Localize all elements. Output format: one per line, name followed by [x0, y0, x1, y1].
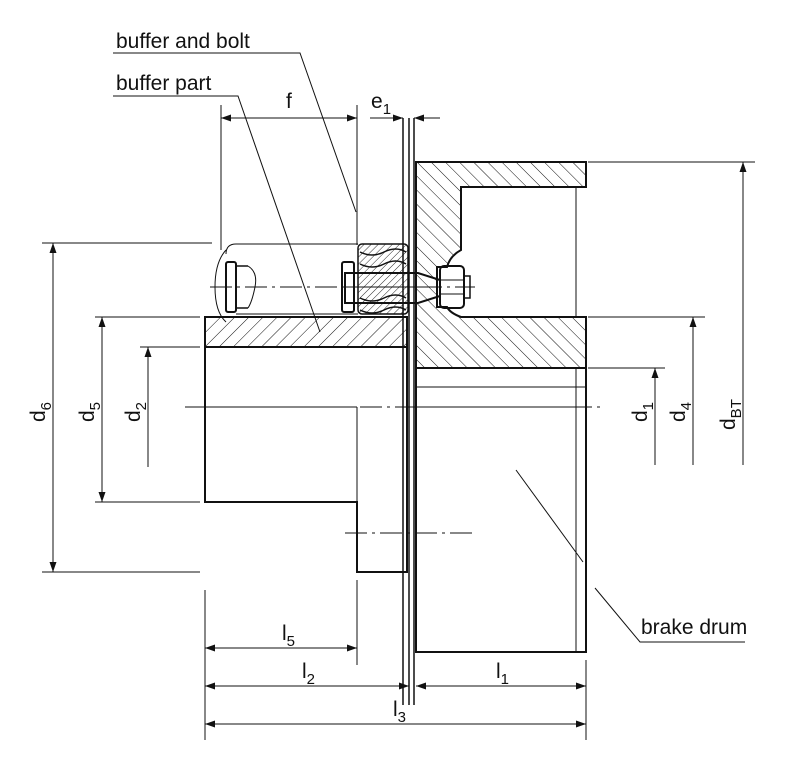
e1-label: e1 — [371, 90, 391, 118]
dimension-labels: f e1 l5 l2 l1 l3 d6 d5 d2 d1 d4 dBT — [27, 90, 745, 726]
callout-labels: buffer and bolt buffer part brake drum — [116, 30, 747, 639]
f-label: f — [286, 90, 292, 113]
brake-drum-label: brake drum — [641, 616, 747, 639]
brake-drum-leader-upper — [515, 469, 584, 563]
left-hub — [204, 316, 408, 573]
l3-label: l3 — [393, 698, 406, 726]
leader-lines — [113, 52, 745, 643]
d1-label: d1 — [629, 402, 657, 422]
hub-body-outline — [204, 347, 408, 573]
brake-drum — [415, 161, 587, 653]
buffer-part-leader — [113, 95, 321, 333]
brake-drum-leader — [594, 587, 745, 643]
d5-label: d5 — [76, 402, 104, 422]
dBT-label: dBT — [717, 399, 745, 430]
buffer-plates — [402, 118, 415, 705]
bolt-removal-outline — [214, 243, 358, 323]
dimension-lines — [49, 114, 747, 728]
buffer-and-bolt — [341, 243, 471, 315]
d4-label: d4 — [667, 402, 695, 422]
buffer-and-bolt-label: buffer and bolt — [116, 30, 250, 53]
l2-label: l2 — [302, 660, 315, 688]
hub-flange-section — [204, 316, 408, 348]
bolt-washer — [341, 261, 355, 313]
brake-drum-section — [415, 161, 587, 369]
buffer-part-label: buffer part — [116, 72, 212, 95]
l1-label: l1 — [496, 660, 509, 688]
l5-label: l5 — [282, 622, 295, 650]
buffer-and-bolt-leader — [113, 52, 357, 213]
brake-drum-outline — [415, 368, 587, 653]
d6-label: d6 — [27, 402, 55, 422]
extension-lines — [42, 105, 755, 740]
d2-label: d2 — [122, 402, 150, 422]
